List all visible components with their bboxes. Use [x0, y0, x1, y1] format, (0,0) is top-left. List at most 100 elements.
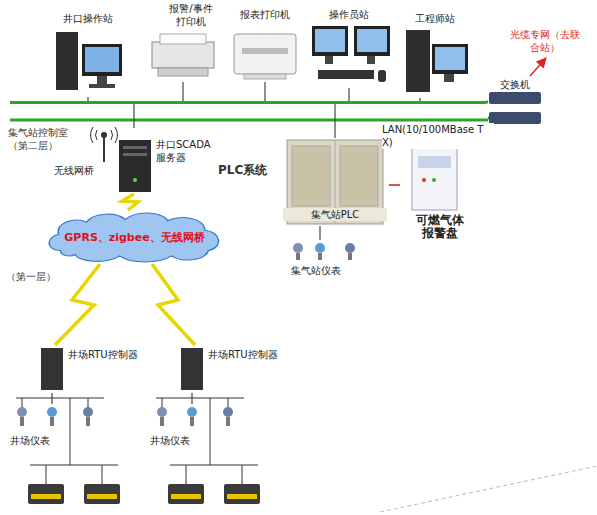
field-wire — [30, 465, 118, 466]
printer-icon — [244, 74, 286, 79]
field-device — [87, 494, 117, 499]
device-label: 可燃气体报警盘 — [414, 214, 466, 240]
instrument-group: 井场仪表 — [8, 404, 116, 450]
field-device — [168, 484, 204, 504]
connector — [530, 58, 546, 76]
printer-icon — [152, 34, 214, 76]
instrument-icon — [47, 407, 57, 417]
operator-station-icon — [325, 56, 333, 64]
field-wire — [16, 398, 104, 399]
rtu-icon — [181, 348, 203, 390]
alarm-panel: 可燃气体报警盘 — [400, 146, 484, 246]
switch-icon — [488, 117, 489, 120]
operator-station-icon — [318, 70, 374, 79]
rtu-controller: 井场RTU控制器 — [178, 345, 290, 393]
switch: 交换机 — [488, 76, 544, 106]
field-device — [84, 484, 120, 504]
operator-station-icon — [312, 26, 390, 82]
field-wire — [102, 465, 103, 484]
field-wire — [162, 398, 163, 407]
lan-line — [10, 119, 488, 122]
cloud-label: GPRS、zigbee、无线网桥 — [64, 231, 204, 244]
instrument-icon — [157, 407, 167, 417]
alarm-panel — [422, 178, 426, 182]
instrument-icon — [293, 243, 355, 260]
connector — [133, 104, 134, 128]
engineer-station-icon — [406, 30, 430, 92]
printer: 报警/事件打印机 — [148, 2, 218, 82]
instrument-icon — [50, 417, 54, 426]
workstation-icon — [56, 32, 122, 90]
instrument-icon — [226, 417, 230, 426]
plc-cabinet — [340, 146, 378, 206]
field-wire — [16, 398, 258, 484]
instrument-icon — [348, 253, 352, 260]
engineer-station-icon — [432, 44, 468, 74]
device-label: 工程师站 — [400, 12, 470, 25]
device-label: 集气站仪表 — [291, 264, 365, 277]
instrument-icon — [293, 243, 303, 253]
rtu-icon — [41, 348, 63, 390]
printer-icon — [242, 48, 288, 54]
workstation-icon — [56, 32, 78, 90]
device-label: 操作员站 — [304, 8, 394, 21]
field-device — [171, 494, 201, 499]
connector — [486, 101, 488, 104]
server-icon — [123, 146, 147, 149]
field-device — [31, 494, 61, 499]
field-wire — [242, 465, 243, 484]
operator-station-icon — [367, 56, 375, 64]
field-device — [224, 484, 260, 504]
instrument-icon — [187, 407, 197, 417]
field-wire — [22, 398, 23, 407]
workstation-icon — [89, 84, 115, 88]
instrument-icon — [20, 417, 24, 426]
room-label: 集气站控制室（第二层） — [8, 126, 74, 152]
connector — [389, 184, 400, 186]
alarm-panel — [418, 156, 451, 168]
device-label: LAN(10/100MBase TX) — [382, 123, 494, 149]
workstation-icon — [97, 76, 107, 84]
device-label: 井场RTU控制器 — [208, 348, 288, 361]
device-label: 无线网桥 — [54, 164, 100, 177]
instrument-icon — [223, 407, 233, 417]
antenna-icon — [103, 136, 105, 162]
field-wire — [170, 465, 258, 466]
lan-bus: LAN(10/100MBase TX) — [10, 101, 486, 104]
plc-cabinet: 集气站PLC — [283, 138, 389, 226]
plc-cabinet — [292, 146, 330, 206]
instrument-icon — [86, 417, 90, 426]
workstation: 工程师站 — [400, 8, 472, 98]
printer-icon — [152, 42, 214, 68]
field-wire — [186, 465, 187, 484]
alarm-panel — [412, 148, 457, 210]
field-wire — [46, 465, 47, 484]
device-label: 井场RTU控制器 — [68, 348, 148, 361]
workstation-icon — [82, 44, 122, 76]
layer-label: （第一层） — [6, 270, 76, 283]
device-label: 报警/事件打印机 — [166, 2, 216, 28]
antenna-icon — [101, 132, 107, 138]
rtu-icon — [41, 348, 203, 390]
connector — [264, 82, 265, 101]
workstation: 操作员站 — [304, 2, 396, 88]
operator-station-icon — [315, 29, 345, 52]
instrument-icon — [318, 253, 322, 260]
field-wire — [228, 398, 229, 407]
engineer-station-icon — [444, 74, 454, 82]
device-label: 集气站PLC — [283, 208, 387, 221]
dashed-line — [380, 466, 597, 512]
server-icon — [133, 178, 137, 182]
engineer-station-icon — [435, 47, 465, 70]
instrument-icon — [83, 407, 93, 417]
connector — [191, 393, 192, 404]
server-icon — [119, 140, 151, 192]
instrument-icon — [296, 253, 300, 260]
server-icon — [119, 140, 151, 192]
wireless-link — [55, 264, 100, 345]
device-label: 井口SCADA服务器 — [156, 138, 218, 164]
antenna-icon — [91, 127, 118, 143]
operator-station-icon — [357, 29, 387, 52]
engineer-station-icon — [406, 30, 468, 92]
instrument-group: 井场仪表 — [148, 404, 256, 450]
